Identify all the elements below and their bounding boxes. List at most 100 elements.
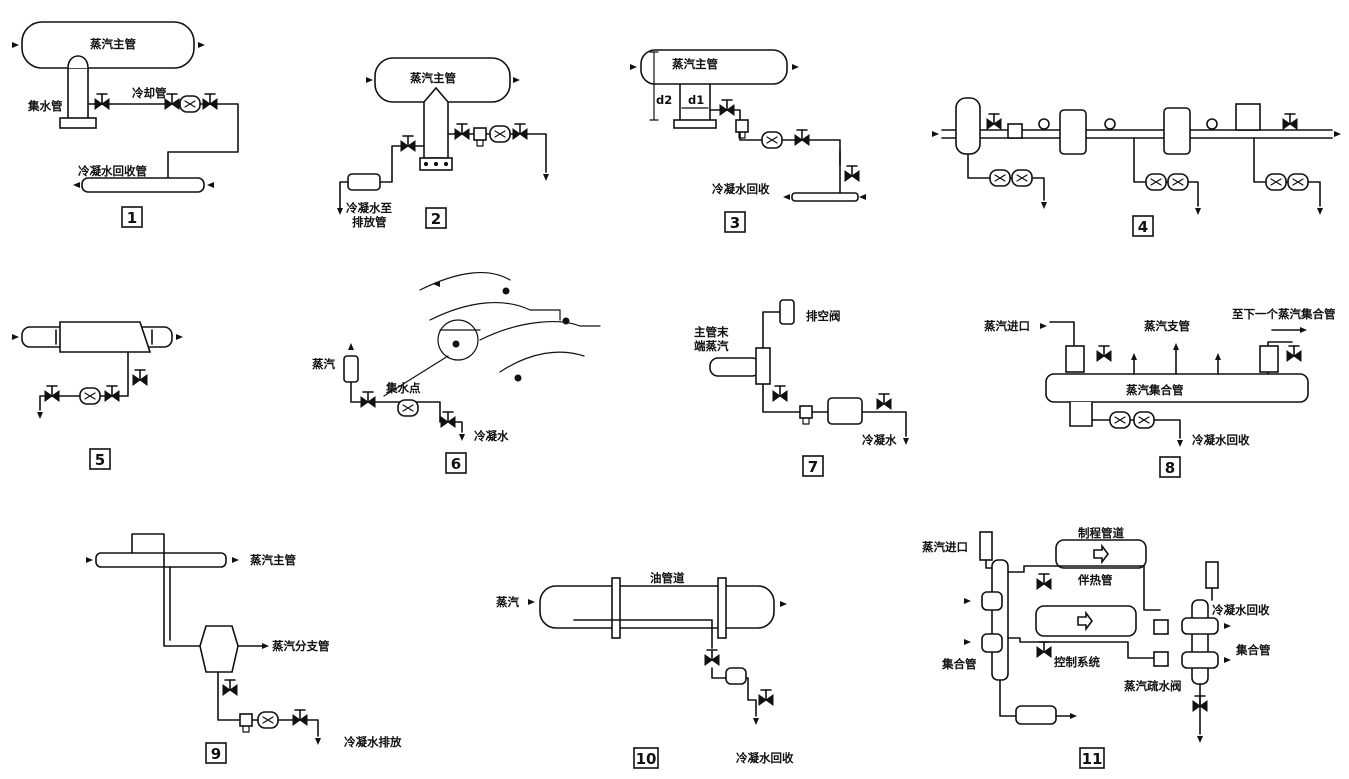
steam-main-label: 蒸汽主管 (250, 553, 296, 567)
steam-header (1045, 373, 1309, 403)
steam-trap (725, 667, 747, 685)
condensate-return-label: 冷凝水回收 (736, 751, 794, 765)
steam-trap-valve-label: 蒸汽疏水阀 (1124, 679, 1182, 693)
steam-trap (79, 387, 101, 405)
flow-arrow-in (12, 42, 19, 48)
diagram-number: 8 (1165, 459, 1175, 477)
flow-arrow-in (12, 334, 19, 340)
diagram-11: 蒸汽进口 集合管 制程管道 伴热管 控制系统 冷凝水回收 集合管 蒸汽疏水阀 (922, 526, 1271, 769)
separator (199, 625, 239, 673)
to-drain-label: 冷凝水至 (346, 201, 392, 215)
shutoff-valve (1282, 113, 1298, 130)
shutoff-valve (1286, 345, 1302, 362)
diagram-10: 油管道 蒸汽 冷凝水回收 10 (496, 571, 794, 769)
shutoff-valve (132, 369, 148, 386)
diagram-9: 蒸汽主管 蒸汽分支管 冷凝水排放 9 (86, 533, 402, 764)
shutoff-valve (794, 129, 810, 146)
header-right-label: 集合管 (1235, 643, 1271, 657)
flow-arrow-down (1041, 202, 1047, 209)
diagram-number: 10 (636, 750, 657, 768)
drip-leg-cap (673, 119, 717, 129)
control-flow-arrow (1077, 610, 1093, 632)
diagram-number: 7 (808, 458, 818, 476)
steam-branch-label: 蒸汽支管 (1144, 319, 1190, 333)
steam-main-end-pipe (709, 357, 761, 377)
steam-trap (1181, 651, 1219, 669)
flow-arrow-in (932, 131, 939, 137)
drip-pocket (423, 86, 449, 159)
tracer-coils (419, 271, 601, 373)
steam-inlet-valve (343, 355, 359, 383)
condensate-return-pipe (81, 177, 205, 193)
diagram-2: 蒸汽主管 冷凝水至 排放管 2 (337, 57, 549, 229)
diagram-5: 5 (12, 321, 183, 470)
flow-arrow-in (528, 599, 535, 605)
flow-arrow-out (513, 77, 520, 83)
steam-trap (1265, 173, 1287, 191)
air-vent-label: 排空阀 (806, 309, 841, 323)
diagram-number-box (633, 747, 659, 769)
steam-main-pipe (95, 552, 227, 568)
flow-arrow-out (792, 64, 799, 70)
outlet-valve (1259, 345, 1279, 373)
main-end-label: 主管末 (694, 325, 729, 339)
shutoff-valve (440, 411, 456, 428)
shutoff-valve (222, 679, 238, 696)
diagram-number-box (445, 452, 467, 474)
diagram-number-box (205, 742, 227, 764)
drip-leg-cap (59, 117, 97, 129)
pressure-gauge (1206, 118, 1218, 130)
collection-point-circle (437, 319, 479, 361)
steam-trap (827, 397, 863, 425)
diagram-number-box (1132, 215, 1154, 237)
dimension-d2-line (649, 51, 659, 121)
steam-trap (1133, 411, 1155, 429)
diagram-number-box (802, 455, 824, 477)
process-pipeline-label: 制程管道 (1078, 526, 1124, 540)
flow-arrow-down (37, 412, 43, 419)
diagram-number: 9 (211, 745, 221, 763)
shutoff-valve (94, 93, 110, 110)
diagram-number: 2 (431, 210, 441, 228)
inlet-valve (979, 531, 993, 561)
cooling-pipe-label: 冷却管 (132, 86, 167, 100)
diagram-number-box (1079, 747, 1105, 769)
diagram-number: 5 (95, 451, 105, 469)
main-end-label: 端蒸汽 (694, 339, 729, 353)
shutoff-valve (104, 385, 120, 402)
shutoff-valve (454, 123, 470, 140)
diagram-number-box (1159, 456, 1181, 478)
steam-trap (761, 131, 783, 149)
condensate-label: 冷凝水 (474, 429, 509, 443)
to-drain-label: 排放管 (352, 215, 387, 229)
steam-inlet-label: 蒸汽进口 (984, 319, 1030, 333)
flow-arrow-out (176, 334, 183, 340)
flow-arrow-down (459, 434, 465, 441)
shutoff-valve (164, 93, 180, 110)
condensate-return-pipe (791, 192, 859, 202)
oil-pipeline (539, 585, 775, 629)
diagram-4: 4 (932, 97, 1341, 237)
diagram-1: 蒸汽主管 集水管 冷却管 冷凝水回收管 1 (12, 21, 239, 228)
pipe-support (717, 577, 727, 639)
flow-arrow-in (86, 557, 93, 563)
pressure-gauge (1038, 118, 1050, 130)
steam-trap (1015, 705, 1057, 725)
to-next-header-label: 至下一个蒸汽集合管 (1232, 307, 1336, 321)
steam-trap (489, 125, 511, 143)
steam-main-label: 蒸汽主管 (90, 37, 136, 51)
steam-trap (1011, 169, 1033, 187)
flow-arrow-down (1317, 208, 1323, 215)
flow-arrow-down (543, 174, 549, 181)
steam-main-pipe (640, 49, 788, 85)
diagram-number: 4 (1138, 218, 1148, 236)
steam-label: 蒸汽 (496, 595, 519, 609)
header-right (1191, 599, 1209, 685)
flow-arrow-out (1334, 131, 1341, 137)
condensate-return-label: 冷凝水回收 (1192, 433, 1250, 447)
steam-trap (981, 591, 1003, 611)
header-left (991, 559, 1009, 681)
header-left-label: 集合管 (941, 657, 977, 671)
pressure-reducing-valve (1059, 109, 1087, 155)
